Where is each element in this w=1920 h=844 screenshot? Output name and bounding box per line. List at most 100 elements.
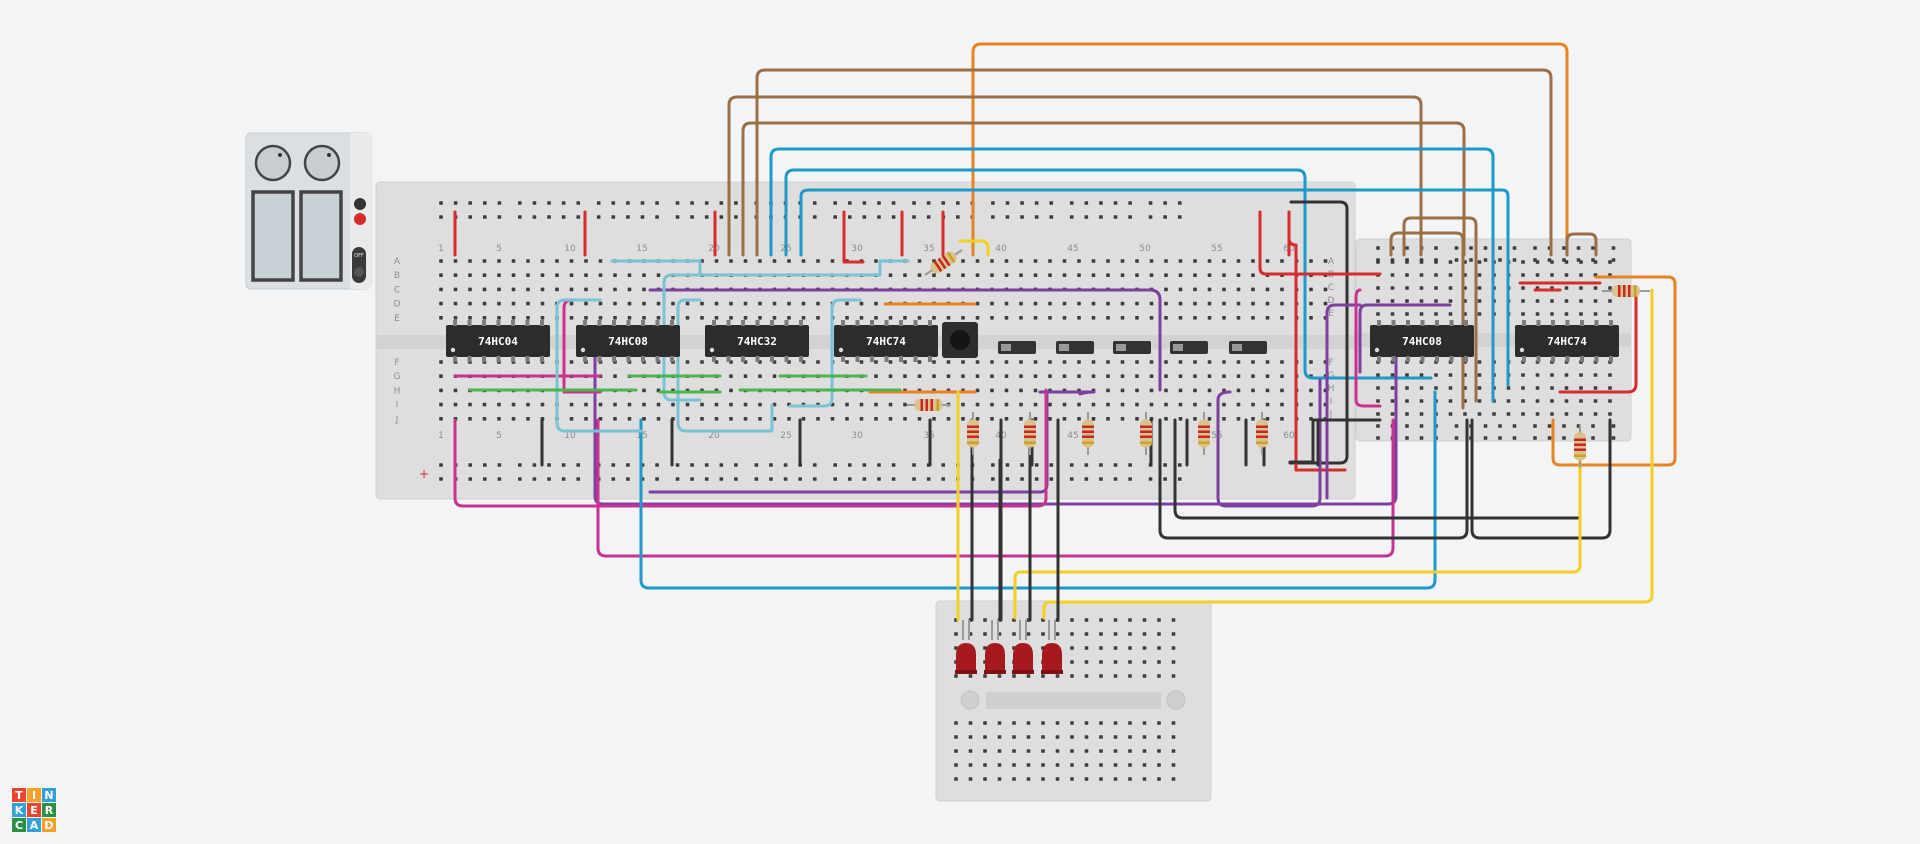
breadboard-hole	[1564, 373, 1569, 377]
breadboard-hole	[1419, 386, 1424, 390]
ic-pin	[511, 356, 515, 362]
breadboard-hole	[729, 259, 733, 263]
column-number: 1	[438, 244, 444, 254]
breadboard-hole	[497, 259, 501, 263]
wire	[1288, 200, 1349, 465]
breadboard-hole	[874, 316, 878, 320]
resistor-band	[925, 399, 928, 411]
breadboard-hole	[1012, 763, 1016, 767]
breadboard-hole	[1113, 763, 1118, 767]
breadboard-hole	[626, 215, 630, 219]
breadboard-hole	[1033, 301, 1038, 306]
breadboard-hole	[1265, 388, 1270, 393]
breadboard-hole	[439, 301, 443, 306]
breadboard-hole	[439, 259, 443, 263]
wire	[610, 259, 910, 277]
breadboard-hole	[700, 417, 704, 421]
breadboard-hole	[1477, 399, 1482, 403]
breadboard-hole	[640, 215, 645, 219]
breadboard-hole	[1405, 399, 1409, 403]
breadboard-hole	[1019, 360, 1023, 364]
breadboard-hole	[1113, 463, 1118, 467]
breadboard-hole	[912, 463, 916, 467]
breadboard-hole	[1034, 201, 1039, 205]
ic-chip: 74HC74	[1515, 320, 1619, 362]
ic-pin	[1435, 320, 1439, 326]
resistor-band	[1024, 435, 1036, 438]
breadboard-hole	[1157, 618, 1161, 622]
wire	[842, 223, 865, 264]
breadboard-hole	[1062, 374, 1067, 378]
breadboard-hole	[1084, 777, 1089, 781]
breadboard-hole	[569, 316, 574, 320]
breadboard-hole	[576, 215, 581, 219]
breadboard-hole	[1070, 735, 1074, 739]
column-number: 45	[1067, 431, 1078, 441]
breadboard-hole	[734, 215, 738, 219]
breadboard-hole	[961, 273, 965, 277]
breadboard-hole	[1448, 399, 1453, 403]
breadboard-hole	[903, 402, 907, 407]
breadboard-hole	[1579, 399, 1583, 403]
breadboard-hole	[968, 777, 973, 781]
breadboard-hole	[1020, 463, 1024, 467]
breadboard-hole	[1077, 259, 1081, 263]
led-body	[1013, 643, 1033, 672]
breadboard-hole	[1454, 246, 1459, 250]
breadboard-hole	[997, 763, 1002, 767]
breadboard-hole	[1222, 287, 1226, 292]
wire	[755, 68, 1553, 257]
breadboard-hole	[1265, 402, 1270, 407]
ic-pin	[655, 320, 660, 326]
breadboard-hole	[1376, 424, 1380, 428]
breadboard-hole	[714, 301, 719, 306]
breadboard-hole	[734, 201, 738, 205]
breadboard-hole	[833, 477, 837, 481]
resistor-band	[1140, 425, 1152, 428]
breadboard-hole	[787, 259, 791, 263]
breadboard-hole	[1135, 388, 1139, 393]
breadboard-hole	[690, 463, 694, 467]
breadboard-hole	[975, 402, 980, 407]
breadboard-hole	[1535, 299, 1540, 303]
knob-indicator	[278, 153, 282, 157]
breadboard-hole	[903, 273, 907, 277]
ic-pin	[1580, 320, 1584, 326]
breadboard-hole	[932, 273, 936, 277]
breadboard-hole	[1062, 417, 1067, 421]
breadboard-hole	[877, 463, 881, 467]
resistor-band	[1256, 441, 1268, 444]
wire	[1258, 215, 1382, 276]
breadboard-hole	[1608, 260, 1612, 264]
breadboard-hole	[1026, 735, 1031, 739]
column-number: 30	[851, 244, 863, 254]
breadboard-hole	[642, 402, 646, 407]
breadboard-hole	[655, 201, 659, 205]
ic-pin	[1536, 320, 1541, 326]
breadboard-hole	[1207, 259, 1212, 263]
breadboard-hole	[1005, 201, 1010, 205]
breadboard-hole	[874, 374, 878, 378]
breadboard-hole	[497, 287, 501, 292]
breadboard-hole	[561, 477, 566, 481]
breadboard-hole	[1193, 273, 1197, 277]
breadboard-hole	[1070, 646, 1074, 650]
breadboard-hole	[990, 374, 994, 378]
wire	[727, 95, 1423, 257]
breadboard-hole	[1026, 749, 1031, 753]
breadboard-hole	[1498, 246, 1502, 250]
breadboard-hole	[1193, 417, 1197, 421]
breadboard-hole	[874, 360, 878, 364]
breadboard-hole	[671, 301, 675, 306]
breadboard-hole	[917, 417, 922, 421]
breadboard-hole	[1004, 316, 1009, 320]
slide-switch-knob	[1173, 344, 1183, 351]
breadboard-hole	[468, 417, 472, 421]
breadboard-hole	[685, 360, 690, 364]
breadboard-hole	[1135, 316, 1139, 320]
breadboard-hole	[584, 417, 588, 421]
resistor-band	[1082, 435, 1094, 438]
breadboard-hole	[497, 463, 502, 467]
